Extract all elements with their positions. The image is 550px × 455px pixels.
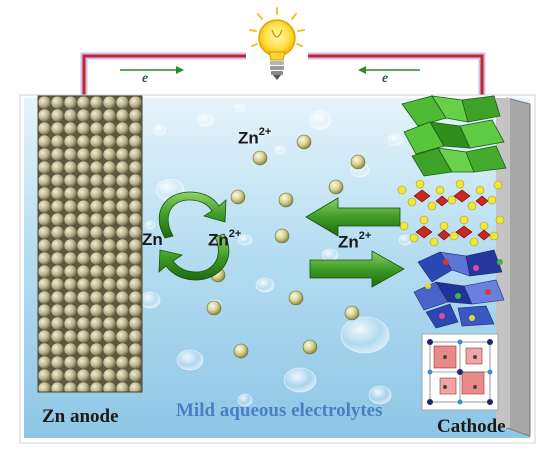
electron-arrow-left — [120, 66, 184, 74]
light-bulb-icon — [246, 6, 308, 84]
cathode-tunnel-structure — [413, 249, 505, 329]
zn-anode — [37, 95, 143, 393]
cathode — [397, 95, 531, 437]
cathode-chain-structure — [397, 179, 505, 247]
cathode-spinel-structure — [421, 333, 499, 411]
electron-label-left: e — [142, 71, 149, 86]
cathode-layered-structure — [401, 95, 507, 177]
zn-ion — [274, 228, 290, 244]
electron-label-right: e — [382, 71, 389, 86]
zn-ion — [230, 189, 246, 205]
zn-ion — [233, 343, 249, 359]
cathode-label: Cathode — [437, 416, 506, 437]
zn-cycle-arrows — [158, 191, 230, 281]
zn-ion — [296, 134, 312, 150]
zn-ion — [206, 300, 222, 316]
zn-cycle-label-zn2: Zn2+ — [208, 228, 242, 250]
zn-ion — [350, 154, 366, 170]
zn-ion-migration-arrow-left — [305, 197, 401, 237]
zn-ion — [328, 179, 344, 195]
zn-ion — [278, 192, 294, 208]
zn-ion-label-arrows: Zn2+ — [338, 230, 372, 252]
zn-ion — [252, 150, 268, 166]
anode-label: Zn anode — [42, 406, 119, 427]
zn-ion-label-top: Zn2+ — [238, 126, 272, 148]
zn-ion-migration-arrow-right — [309, 250, 405, 288]
zn-ion — [288, 290, 304, 306]
water-bubbles — [139, 103, 412, 407]
zn-ion — [302, 339, 318, 355]
zn-ion-spheres — [206, 134, 366, 359]
zn-cycle-label-zn: Zn — [142, 230, 163, 249]
zn-ion — [344, 305, 360, 321]
electrolyte-label: Mild aqueous electrolytes — [176, 400, 383, 421]
electron-arrow-right — [358, 66, 420, 74]
